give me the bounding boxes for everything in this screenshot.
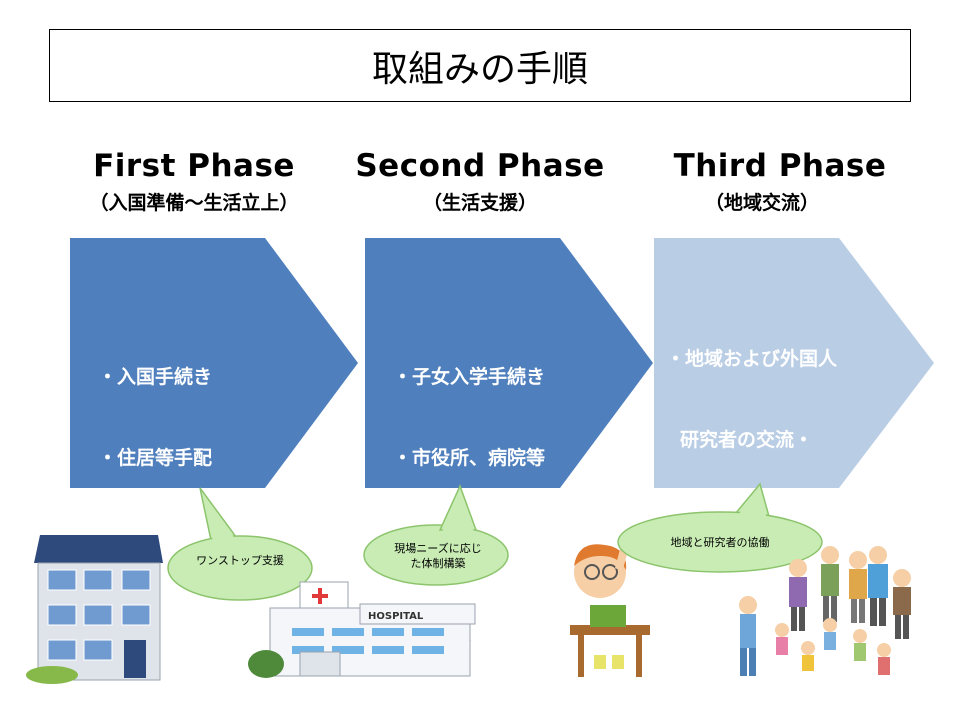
- bubble-2-text: 現場ニーズに応じた体制構築: [394, 542, 482, 570]
- phase-3-item: ・地域および外国人: [666, 348, 838, 370]
- phase-1-item: ・入国手続き: [98, 366, 213, 388]
- phase-1-subtitle: （入国準備～生活立上）: [89, 192, 299, 214]
- illustration-scene: HOSPITAL: [26, 482, 911, 684]
- title-box: 取組みの手順: [49, 29, 911, 102]
- speech-bubble-3: [617, 482, 823, 573]
- phase-2-chevron: [365, 238, 653, 488]
- phase-3-item: ・地域活動: [714, 591, 810, 613]
- phase-2-item: ・子女入学手続き: [393, 366, 546, 388]
- phase-2-title: Second Phase: [355, 148, 605, 184]
- phase-3-chevron: [654, 238, 934, 488]
- phase-3-item: ・地域交流: [714, 672, 810, 694]
- bubble-1-text: ワンストップ支援: [196, 554, 284, 567]
- phase-2-item: ・市役所、病院等: [393, 447, 546, 469]
- speech-bubble-1: [167, 487, 313, 601]
- hospital-sign: HOSPITAL: [368, 611, 424, 622]
- bubble-3-text: 地域と研究者の協働: [670, 536, 770, 549]
- phase-2-subtitle: （生活支援）: [422, 192, 537, 214]
- phase-3-item: 研究者の交流・: [680, 429, 814, 451]
- phase-3-title: Third Phase: [673, 148, 887, 184]
- phase-1-item: ・住居等手配: [98, 447, 213, 469]
- hospital-icon: HOSPITAL: [248, 581, 476, 678]
- phase-3-subtitle: （地域交流）: [704, 192, 819, 214]
- community-people-icon: [739, 546, 911, 676]
- phase-1-chevron: [70, 238, 358, 488]
- page-title: 取組みの手順: [371, 48, 588, 90]
- apartment-building-icon: [26, 535, 163, 684]
- speech-bubble-2: [363, 484, 509, 586]
- phase-1-title: First Phase: [93, 148, 295, 184]
